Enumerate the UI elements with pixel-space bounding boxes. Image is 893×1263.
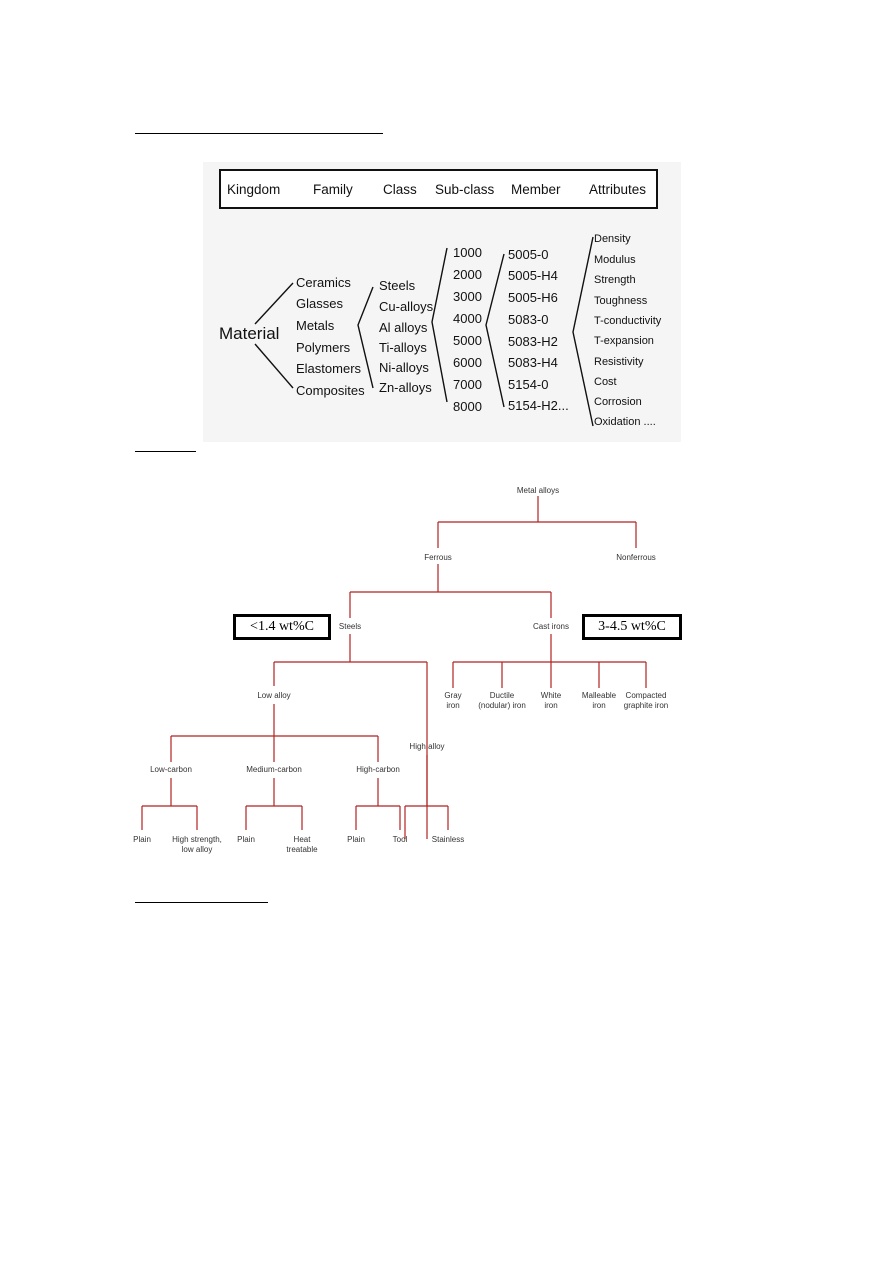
subclass-item: 4000 bbox=[453, 311, 482, 326]
classification-brackets bbox=[254, 236, 594, 427]
attribute-item: Modulus bbox=[594, 254, 636, 266]
node-low-carbon: Low-carbon bbox=[150, 765, 192, 774]
class-item: Ni-alloys bbox=[379, 360, 429, 375]
member-item: 5154-H2... bbox=[508, 398, 569, 413]
node-low-alloy: Low alloy bbox=[257, 691, 291, 700]
header-attributes: Attributes bbox=[589, 182, 647, 197]
family-item: Ceramics bbox=[296, 275, 351, 290]
family-item: Elastomers bbox=[296, 361, 362, 376]
node-medium-carbon: Medium-carbon bbox=[246, 765, 302, 774]
section-heading-underline-3 bbox=[135, 902, 268, 903]
attribute-item: T-expansion bbox=[594, 335, 654, 347]
subclass-item: 8000 bbox=[453, 399, 482, 414]
member-item: 5083-H4 bbox=[508, 355, 558, 370]
node-high-carbon-plain: Plain bbox=[347, 835, 365, 844]
member-item: 5083-H2 bbox=[508, 334, 558, 349]
class-item: Cu-alloys bbox=[379, 299, 434, 314]
node-compacted-graphite-iron: Compacted graphite iron bbox=[623, 691, 669, 710]
node-high-alloy: High alloy bbox=[409, 742, 445, 751]
header-member: Member bbox=[511, 182, 561, 197]
subclass-item: 1000 bbox=[453, 245, 482, 260]
cast-iron-carbon-content-box: 3-4.5 wt%C bbox=[582, 614, 682, 640]
subclass-item: 5000 bbox=[453, 333, 482, 348]
subclass-item: 7000 bbox=[453, 377, 482, 392]
member-item: 5005-0 bbox=[508, 247, 549, 262]
attribute-item: Density bbox=[594, 233, 631, 245]
node-steels: Steels bbox=[338, 622, 362, 631]
member-item: 5005-H6 bbox=[508, 290, 558, 305]
member-item: 5005-H4 bbox=[508, 268, 558, 283]
member-item: 5154-0 bbox=[508, 377, 549, 392]
node-metal-alloys: Metal alloys bbox=[516, 486, 560, 495]
node-low-carbon-plain: Plain bbox=[133, 835, 151, 844]
steel-carbon-content-box: <1.4 wt%C bbox=[233, 614, 331, 640]
header-family: Family bbox=[313, 182, 353, 197]
class-item: Steels bbox=[379, 278, 416, 293]
class-item: Zn-alloys bbox=[379, 380, 432, 395]
node-ductile-iron: Ductile (nodular) iron bbox=[478, 691, 526, 710]
node-ferrous: Ferrous bbox=[424, 553, 452, 562]
subclass-item: 2000 bbox=[453, 267, 482, 282]
section-heading-underline-1 bbox=[135, 133, 383, 134]
class-item: Ti-alloys bbox=[379, 340, 427, 355]
attribute-item: Resistivity bbox=[594, 356, 644, 368]
member-item: 5083-0 bbox=[508, 312, 549, 327]
node-gray-iron: Gray iron bbox=[444, 691, 462, 710]
class-item: Al alloys bbox=[379, 320, 428, 335]
attribute-item: Cost bbox=[594, 376, 617, 388]
node-malleable-iron: Malleable iron bbox=[581, 691, 617, 710]
header-class: Class bbox=[383, 182, 417, 197]
attribute-item: Toughness bbox=[594, 295, 648, 307]
subclass-item: 3000 bbox=[453, 289, 482, 304]
node-stainless: Stainless bbox=[431, 835, 465, 844]
node-heat-treatable: Heat treatable bbox=[286, 835, 318, 854]
attribute-item: Corrosion bbox=[594, 396, 642, 408]
classification-header: Kingdom Family Class Sub-class Member At… bbox=[219, 169, 658, 209]
header-subclass: Sub-class bbox=[435, 182, 495, 197]
family-item: Glasses bbox=[296, 296, 343, 311]
node-tool: Tool bbox=[392, 835, 408, 844]
node-medium-carbon-plain: Plain bbox=[237, 835, 255, 844]
attribute-item: Oxidation .... bbox=[594, 416, 656, 428]
header-kingdom: Kingdom bbox=[227, 182, 281, 197]
attribute-item: T-conductivity bbox=[594, 315, 662, 327]
node-white-iron: White iron bbox=[540, 691, 562, 710]
attribute-item: Strength bbox=[594, 274, 636, 286]
node-high-carbon: High-carbon bbox=[356, 765, 400, 774]
node-nonferrous: Nonferrous bbox=[616, 553, 656, 562]
section-heading-underline-2 bbox=[135, 451, 196, 452]
node-hsla: High strength, low alloy bbox=[172, 835, 222, 854]
family-item: Composites bbox=[296, 383, 365, 398]
kingdom-material: Material bbox=[219, 324, 280, 343]
subclass-item: 6000 bbox=[453, 355, 482, 370]
family-item: Polymers bbox=[296, 340, 351, 355]
family-item: Metals bbox=[296, 318, 335, 333]
material-classification-figure: Kingdom Family Class Sub-class Member At… bbox=[203, 162, 681, 442]
node-cast-irons: Cast irons bbox=[532, 622, 570, 631]
